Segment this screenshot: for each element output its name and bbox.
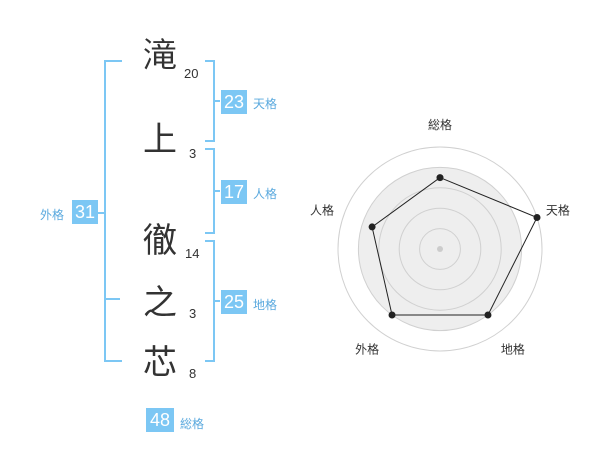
jinkaku-label: 人格: [253, 187, 278, 201]
radar-point: [533, 213, 541, 221]
radar-ring: [378, 187, 502, 311]
chikaku-tick: [213, 300, 220, 302]
soukaku-value: 48: [146, 408, 174, 432]
name-char-5: 芯: [143, 343, 177, 383]
radar-point: [388, 311, 396, 319]
name-char-3: 徹: [143, 221, 177, 261]
radar-axis-label: 外格: [355, 341, 379, 356]
tenkaku-value: 23: [221, 90, 247, 114]
name-char-2: 上: [143, 120, 177, 160]
radar-axis-label: 天格: [546, 203, 570, 218]
gaikaku-divider: [104, 298, 120, 300]
chikaku-label: 地格: [253, 298, 278, 312]
stroke-count-5: 8: [189, 366, 197, 381]
tenkaku-tick: [213, 100, 220, 102]
chikaku-value: 25: [221, 290, 247, 314]
stroke-count-1: 20: [184, 66, 199, 81]
jinkaku-value: 17: [221, 180, 247, 204]
tenkaku-label: 天格: [253, 97, 278, 111]
gaikaku-value: 31: [72, 200, 98, 224]
radar-point: [436, 174, 444, 182]
name-char-1: 滝: [143, 36, 177, 76]
gaikaku-label: 外格: [40, 208, 65, 222]
radar-series-line: [371, 177, 538, 316]
radar-ring: [398, 207, 482, 291]
stroke-count-4: 3: [189, 306, 197, 321]
radar-axis-label: 総格: [428, 117, 452, 132]
radar-point: [484, 311, 492, 319]
gaikaku-bracket: [104, 60, 122, 362]
stroke-count-3: 14: [185, 246, 200, 261]
radar-axis-label: 人格: [310, 203, 334, 218]
soukaku-label: 総格: [180, 417, 205, 431]
stroke-count-2: 3: [189, 146, 197, 161]
gaikaku-tick: [98, 212, 105, 214]
radar-ring: [337, 146, 543, 352]
radar-point: [368, 223, 376, 231]
jinkaku-tick: [213, 190, 220, 192]
name-char-4: 之: [143, 283, 177, 323]
radar-ring: [419, 228, 461, 270]
radar-center: [437, 246, 443, 252]
radar-axis-label: 地格: [501, 341, 525, 356]
